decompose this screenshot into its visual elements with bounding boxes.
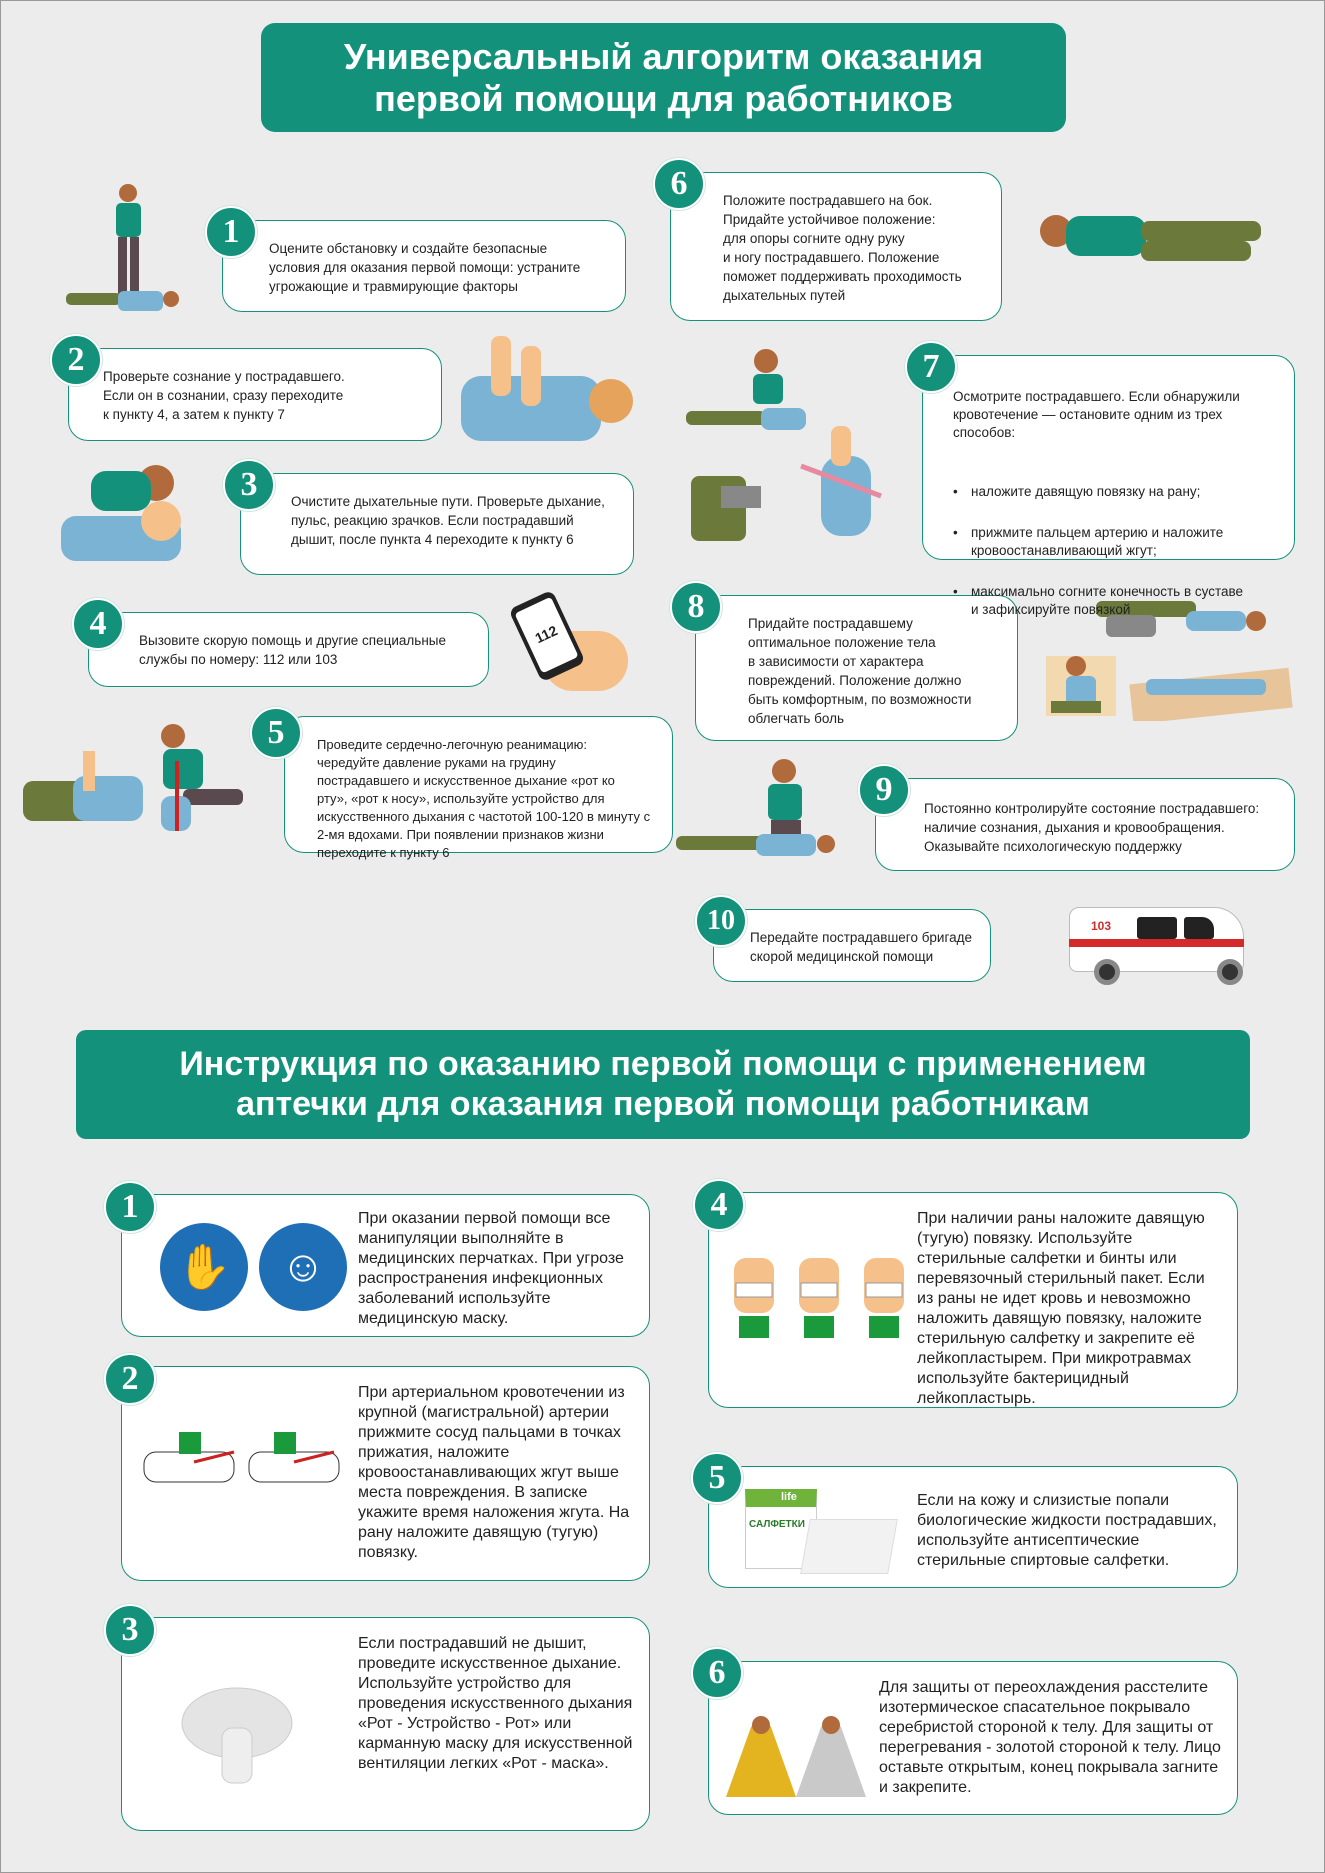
kit-card-4: При наличии раны наложите давящую (тугую… bbox=[708, 1192, 1238, 1408]
cpr-illustration bbox=[23, 724, 243, 831]
step-7-bullets: наложите давящую повязку на рану; прижми… bbox=[953, 460, 1293, 637]
step-badge-4: 4 bbox=[72, 598, 124, 650]
kit-card-2: При артериальном кровотечении из крупной… bbox=[121, 1366, 650, 1581]
step-text-2: Проверьте сознание у пострадавшего. Если… bbox=[103, 369, 345, 422]
step-card-6: Положите пострадавшего на бок. Придайте … bbox=[670, 172, 1002, 321]
step-badge-9: 9 bbox=[858, 764, 910, 816]
step-badge-2: 2 bbox=[50, 334, 102, 386]
bleeding-control-illustration bbox=[686, 349, 882, 541]
step-text-9: Постоянно контролируйте состояние постра… bbox=[924, 801, 1260, 854]
step-badge-7: 7 bbox=[905, 341, 957, 393]
mask-icon: ☺ bbox=[259, 1223, 347, 1311]
step-card-3: Очистите дыхательные пути. Проверьте дых… bbox=[240, 473, 634, 575]
kit-badge-5: 5 bbox=[691, 1452, 743, 1504]
breathing-device-illustration bbox=[181, 1687, 293, 1784]
phone-illustration: 112 bbox=[508, 589, 628, 696]
wipes-label: САЛФЕТКИ bbox=[749, 1519, 805, 1530]
kit-text-3: Если пострадавший не дышит, проведите ис… bbox=[358, 1635, 633, 1772]
thermal-blanket-illustration bbox=[726, 1716, 866, 1797]
ambulance-number: 103 bbox=[1091, 919, 1112, 933]
step-text-6: Положите пострадавшего на бок. Придайте … bbox=[723, 193, 962, 303]
gloves-icon: ✋ bbox=[160, 1223, 248, 1311]
step-badge-3: 3 bbox=[223, 459, 275, 511]
kit-text-1: При оказании первой помощи все манипуляц… bbox=[358, 1210, 624, 1327]
step-badge-5: 5 bbox=[250, 707, 302, 759]
kit-badge-2: 2 bbox=[104, 1353, 156, 1405]
airway-check-illustration bbox=[61, 465, 181, 561]
step-text-3: Очистите дыхательные пути. Проверьте дых… bbox=[291, 494, 605, 547]
kit-text-5: Если на кожу и слизистые попали биологич… bbox=[917, 1492, 1217, 1569]
consciousness-check-illustration bbox=[461, 336, 633, 441]
section1-title: Универсальный алгоритм оказания первой п… bbox=[261, 23, 1066, 132]
kit-text-4: При наличии раны наложите давящую (тугую… bbox=[917, 1210, 1205, 1407]
phone-screen-number: 112 bbox=[514, 596, 579, 674]
step-card-1: Оцените обстановку и создайте безопасные… bbox=[222, 220, 626, 312]
step-text-7: Осмотрите пострадавшего. Если обнаружили… bbox=[953, 370, 1293, 655]
step-text-8: Придайте пострадавшему оптимальное полож… bbox=[748, 616, 972, 726]
step-7-bullet: прижмите пальцем артерию и наложите кров… bbox=[953, 524, 1293, 560]
step-badge-6: 6 bbox=[653, 158, 705, 210]
kit-card-6: Для защиты от переохлаждения расстелите … bbox=[708, 1661, 1238, 1815]
bandage-illustration bbox=[734, 1258, 904, 1338]
step-card-8: Придайте пострадавшему оптимальное полож… bbox=[695, 595, 1018, 741]
kit-card-5: life САЛФЕТКИ Если на кожу и слизистые п… bbox=[708, 1466, 1238, 1588]
recovery-position-illustration bbox=[1040, 215, 1261, 261]
kit-badge-6: 6 bbox=[691, 1647, 743, 1699]
step-badge-8: 8 bbox=[670, 581, 722, 633]
kit-badge-1: 1 bbox=[104, 1181, 156, 1233]
monitoring-illustration bbox=[676, 759, 835, 856]
kit-badge-4: 4 bbox=[693, 1179, 745, 1231]
step-7-bullet: наложите давящую повязку на рану; bbox=[953, 483, 1293, 501]
kit-card-3: Если пострадавший не дышит, проведите ис… bbox=[121, 1617, 650, 1831]
step-card-2: Проверьте сознание у пострадавшего. Если… bbox=[68, 348, 442, 441]
step-card-5: Проведите сердечно-легочную реанимацию: … bbox=[284, 716, 673, 860]
step-badge-10: 10 bbox=[695, 895, 747, 947]
step-7-bullet: максимально согните конечность в суставе… bbox=[953, 583, 1293, 619]
step-text-5: Проведите сердечно-легочную реанимацию: … bbox=[317, 737, 651, 860]
kit-card-1: ✋ ☺ При оказании первой помощи все манип… bbox=[121, 1194, 650, 1337]
step-text-1: Оцените обстановку и создайте безопасные… bbox=[269, 241, 581, 294]
kit-badge-3: 3 bbox=[104, 1604, 156, 1656]
step-7-intro: Осмотрите пострадавшего. Если обнаружили… bbox=[953, 389, 1240, 440]
step-card-7: Осмотрите пострадавшего. Если обнаружили… bbox=[922, 355, 1295, 617]
ambulance-illustration: 103 bbox=[1069, 899, 1264, 991]
step-card-9: Постоянно контролируйте состояние постра… bbox=[875, 778, 1295, 871]
artery-pressure-illustration bbox=[143, 1432, 340, 1483]
standing-rescuer-illustration bbox=[66, 184, 179, 311]
step-text-10: Передайте пострадавшего бригаде скорой м… bbox=[750, 930, 972, 964]
wipes-brand: life bbox=[781, 1491, 797, 1503]
step-text-4: Вызовите скорую помощь и другие специаль… bbox=[139, 633, 446, 667]
antiseptic-wipes-illustration: life САЛФЕТКИ bbox=[745, 1489, 898, 1577]
step-card-10: Передайте пострадавшего бригаде скорой м… bbox=[713, 909, 991, 982]
step-badge-1: 1 bbox=[205, 206, 257, 258]
step-card-4: Вызовите скорую помощь и другие специаль… bbox=[88, 612, 489, 687]
section2-title: Инструкция по оказанию первой помощи с п… bbox=[76, 1030, 1250, 1139]
kit-text-2: При артериальном кровотечении из крупной… bbox=[358, 1384, 630, 1561]
kit-text-6: Для защиты от переохлаждения расстелите … bbox=[879, 1679, 1221, 1796]
